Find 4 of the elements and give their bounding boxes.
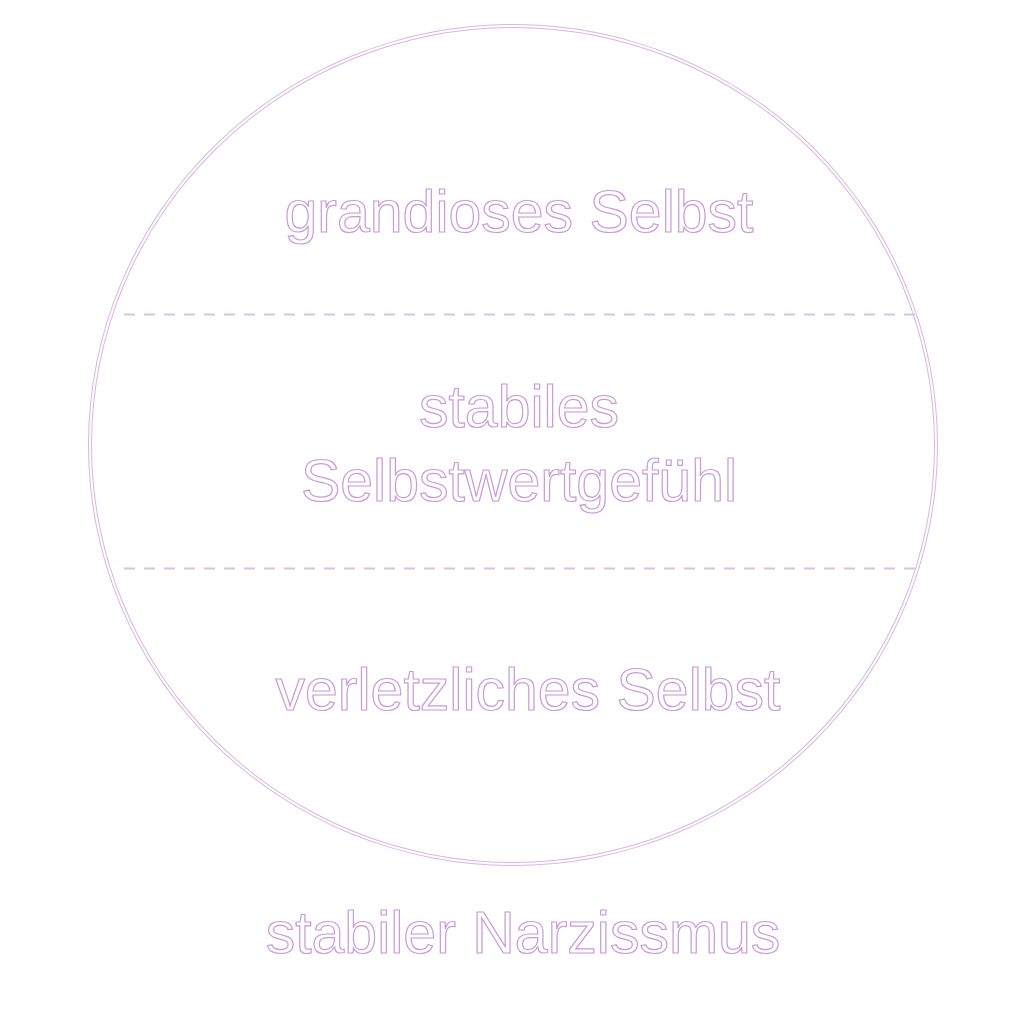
band-label: verletzliches Selbst: [208, 656, 848, 724]
circle-label: stabiler Narzissmus: [264, 899, 782, 967]
band-label: grandioses Selbst: [219, 178, 819, 246]
band-label: stabiles Selbstwertgefühl: [279, 370, 759, 518]
